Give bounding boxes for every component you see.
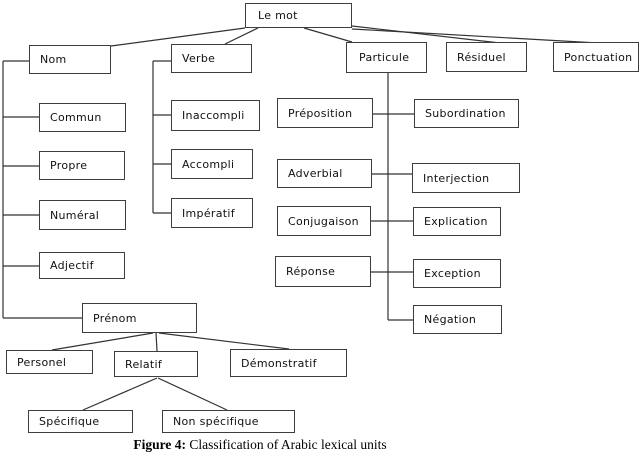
edge-relatif-specifique xyxy=(82,377,158,411)
edge-lemot-nom xyxy=(110,27,246,47)
node-personel: Personel xyxy=(6,350,93,374)
edge-lemot-verbe xyxy=(224,27,259,45)
node-relatif: Relatif xyxy=(114,351,198,377)
node-imperatif: Impératif xyxy=(171,198,253,228)
figure-caption: Figure 4: Classification of Arabic lexic… xyxy=(0,437,520,453)
edge-relatif-nonspecifique xyxy=(157,377,228,411)
edge-lemot-particule xyxy=(303,27,353,43)
edge-prenom-personel xyxy=(51,332,154,351)
edge-lemot-residuel xyxy=(351,25,501,44)
node-subordination: Subordination xyxy=(414,99,519,128)
node-accompli: Accompli xyxy=(171,149,253,179)
figure-caption-label: Figure 4: xyxy=(133,437,187,452)
edge-lemot-ponctuation xyxy=(351,28,599,44)
node-specifique: Spécifique xyxy=(28,410,133,433)
node-le-mot: Le mot xyxy=(245,3,352,28)
node-preposition: Préposition xyxy=(277,98,373,128)
node-propre: Propre xyxy=(39,151,125,180)
node-negation: Négation xyxy=(413,305,502,334)
node-numeral: Numéral xyxy=(39,200,126,230)
node-explication: Explication xyxy=(413,207,501,236)
node-commun: Commun xyxy=(39,103,126,132)
edge-prenom-relatif xyxy=(155,332,158,352)
node-adverbial: Adverbial xyxy=(277,159,372,188)
edge-prenom-demonstratif xyxy=(158,332,290,350)
node-prenom: Prénom xyxy=(82,303,197,333)
node-residuel: Résiduel xyxy=(446,42,527,72)
node-demonstratif: Démonstratif xyxy=(230,349,347,377)
node-conjugaison: Conjugaison xyxy=(277,206,371,236)
node-inaccompli: Inaccompli xyxy=(171,100,260,131)
node-interjection: Interjection xyxy=(412,163,520,193)
node-non-specifique: Non spécifique xyxy=(162,410,295,433)
node-exception: Exception xyxy=(413,259,501,288)
node-verbe: Verbe xyxy=(171,44,252,73)
figure-caption-text: Classification of Arabic lexical units xyxy=(186,437,387,452)
node-nom: Nom xyxy=(29,45,111,74)
node-reponse: Réponse xyxy=(275,256,371,287)
node-ponctuation: Ponctuation xyxy=(553,42,639,72)
node-particule: Particule xyxy=(346,42,427,73)
node-adjectif: Adjectif xyxy=(39,252,125,279)
